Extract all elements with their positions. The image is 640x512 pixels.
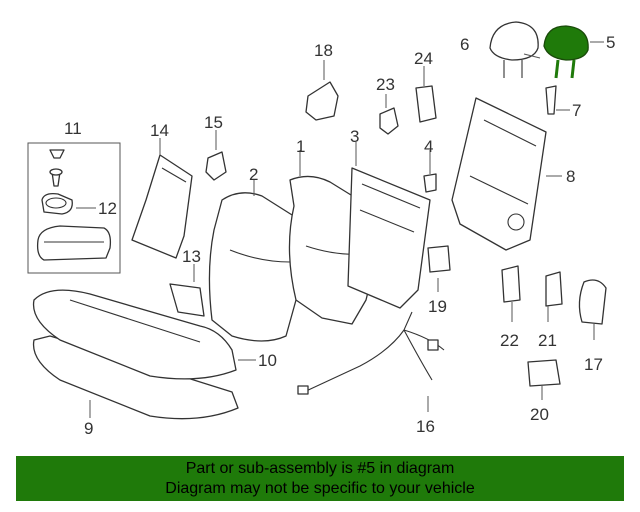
callout-6: 6 <box>460 35 469 54</box>
callout-20: 20 <box>530 405 549 424</box>
part-11-armrest <box>36 225 112 261</box>
part-8-frame-assembly <box>451 97 547 251</box>
callout-13: 13 <box>182 247 201 266</box>
part-11-group-box <box>27 142 121 274</box>
callout-21: 21 <box>538 331 557 350</box>
callout-5: 5 <box>606 33 615 52</box>
callout-4: 4 <box>424 137 433 156</box>
part-5-headrest-highlighted <box>543 25 589 79</box>
banner-line-1: Part or sub-assembly is #5 in diagram <box>185 460 455 477</box>
callout-14: 14 <box>150 121 169 140</box>
part-19-module <box>427 245 451 273</box>
part-7-guide <box>545 85 557 115</box>
part-21-bracket <box>545 271 563 307</box>
part-17-trim <box>578 279 607 325</box>
callout-16: 16 <box>416 417 435 436</box>
callout-10: 10 <box>258 351 277 370</box>
part-clip <box>49 149 65 187</box>
callout-15: 15 <box>204 113 223 132</box>
callout-19: 19 <box>428 297 447 316</box>
parts-diagram: 1 2 3 4 5 6 7 8 9 10 11 12 13 14 15 16 1… <box>27 21 615 438</box>
part-6-headrest <box>489 21 539 78</box>
part-20-lock <box>527 359 561 387</box>
part-24-latch <box>415 85 437 123</box>
part-9-seat-cushion-pad <box>32 335 239 420</box>
part-2-seatback-cover <box>208 192 303 342</box>
part-22-bracket <box>501 265 521 303</box>
callout-11: 11 <box>64 119 82 138</box>
leader-lines <box>76 41 604 418</box>
part-23-bracket <box>379 107 399 135</box>
callout-17: 17 <box>584 355 603 374</box>
part-13-pad <box>169 283 205 317</box>
info-banner: Part or sub-assembly is #5 in diagram Di… <box>16 456 624 501</box>
part-18-cover <box>305 81 339 121</box>
part-16-wire-harness <box>297 311 445 395</box>
part-14-side-bolster <box>131 154 193 259</box>
part-12-cupholder <box>41 192 73 215</box>
callout-3: 3 <box>350 127 359 146</box>
callout-7: 7 <box>572 101 581 120</box>
callout-2: 2 <box>249 165 258 184</box>
callout-18: 18 <box>314 41 333 60</box>
callout-24: 24 <box>414 49 433 68</box>
part-4-clip <box>423 173 437 193</box>
callout-9: 9 <box>84 419 93 438</box>
callout-labels: 1 2 3 4 5 6 7 8 9 10 11 12 13 14 15 16 1… <box>64 33 615 438</box>
callout-23: 23 <box>376 75 395 94</box>
callout-22: 22 <box>500 331 519 350</box>
part-15-bracket <box>205 151 227 181</box>
part-3-seatback-frame <box>347 167 431 309</box>
part-10-seat-cushion-cover <box>32 289 237 380</box>
callout-8: 8 <box>566 167 575 186</box>
banner-line-2: Diagram may not be specific to your vehi… <box>165 480 475 497</box>
callout-12: 12 <box>98 199 117 218</box>
callout-1: 1 <box>296 137 305 156</box>
